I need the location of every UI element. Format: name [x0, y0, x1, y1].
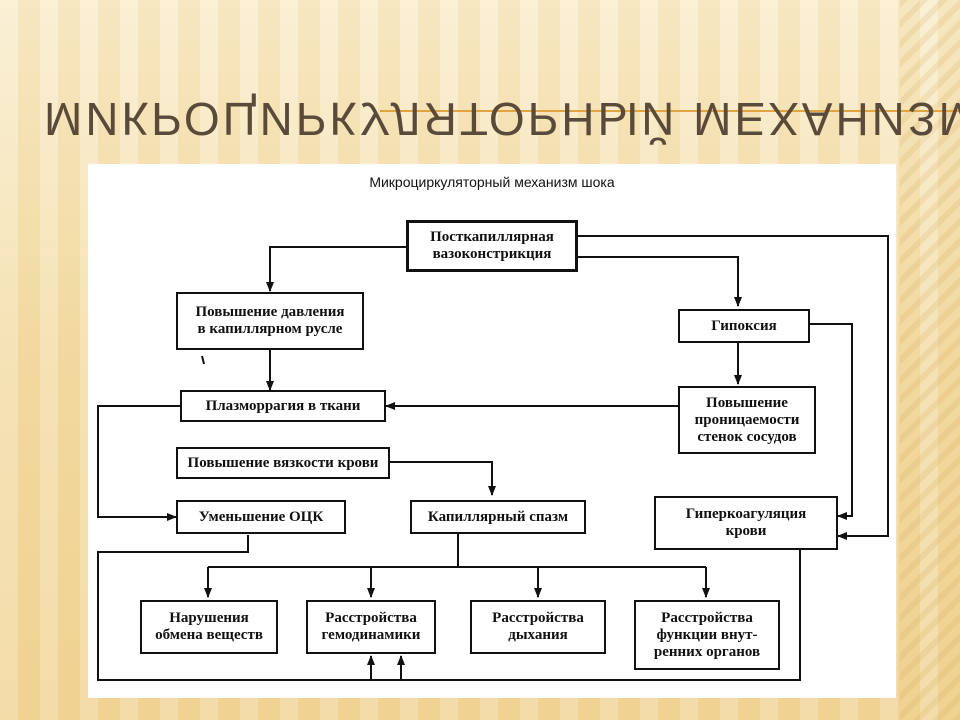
slide-title: МИКРОЦИРКУЛЯТОРНЫЙ МЕХАНИЗМ: [44, 93, 960, 145]
node-hypercoagulation: Гиперкоагуляция крови: [654, 496, 838, 550]
node-hypoxia: Гипоксия: [678, 309, 810, 343]
diagram-connectors: [97, 235, 889, 681]
stray-mark: [201, 355, 205, 365]
decorative-chevron-strip: [900, 0, 960, 720]
node-postcapillary-vasoconstriction: Посткапиллярная вазоконстрикция: [406, 220, 578, 272]
node-plasmorrhagia: Плазморрагия в ткани: [180, 390, 386, 422]
arrow-viscosity-to-spasm: [390, 461, 496, 496]
diagram-figure: Микроциркуляторный механизм шока Посткап…: [88, 164, 896, 698]
node-metabolic-disorders: Нарушения обмена веществ: [140, 600, 278, 654]
node-blood-viscosity: Повышение вязкости крови: [176, 447, 390, 479]
node-organ-dysfunction: Расстройства функции внут- ренних органо…: [634, 600, 780, 670]
arrow-postcap-to-hypoxia: [578, 256, 742, 307]
arrow-hypoxia-to-hypercoag: [810, 323, 853, 520]
node-hemodynamic-disorders: Расстройства гемодинамики: [306, 600, 436, 654]
node-respiratory-disorders: Расстройства дыхания: [470, 600, 606, 654]
node-capillary-spasm: Капиллярный спазм: [410, 500, 586, 534]
node-vessel-permeability: Повышение проницаемости стенок сосудов: [678, 386, 816, 454]
arrow-postcap-to-hypercoag: [578, 235, 889, 540]
node-capillary-pressure: Повышение давления в капиллярном русле: [176, 292, 364, 350]
feedback-otsk-loop: [97, 535, 801, 681]
arrow-postcap-to-pressure: [266, 246, 406, 292]
figure-title: Микроциркуляторный механизм шока: [369, 174, 615, 190]
node-decreased-otsk: Уменьшение ОЦК: [176, 500, 346, 534]
arrow-plasmo-to-otsk: [97, 405, 180, 521]
title-accent-line: [380, 110, 960, 112]
